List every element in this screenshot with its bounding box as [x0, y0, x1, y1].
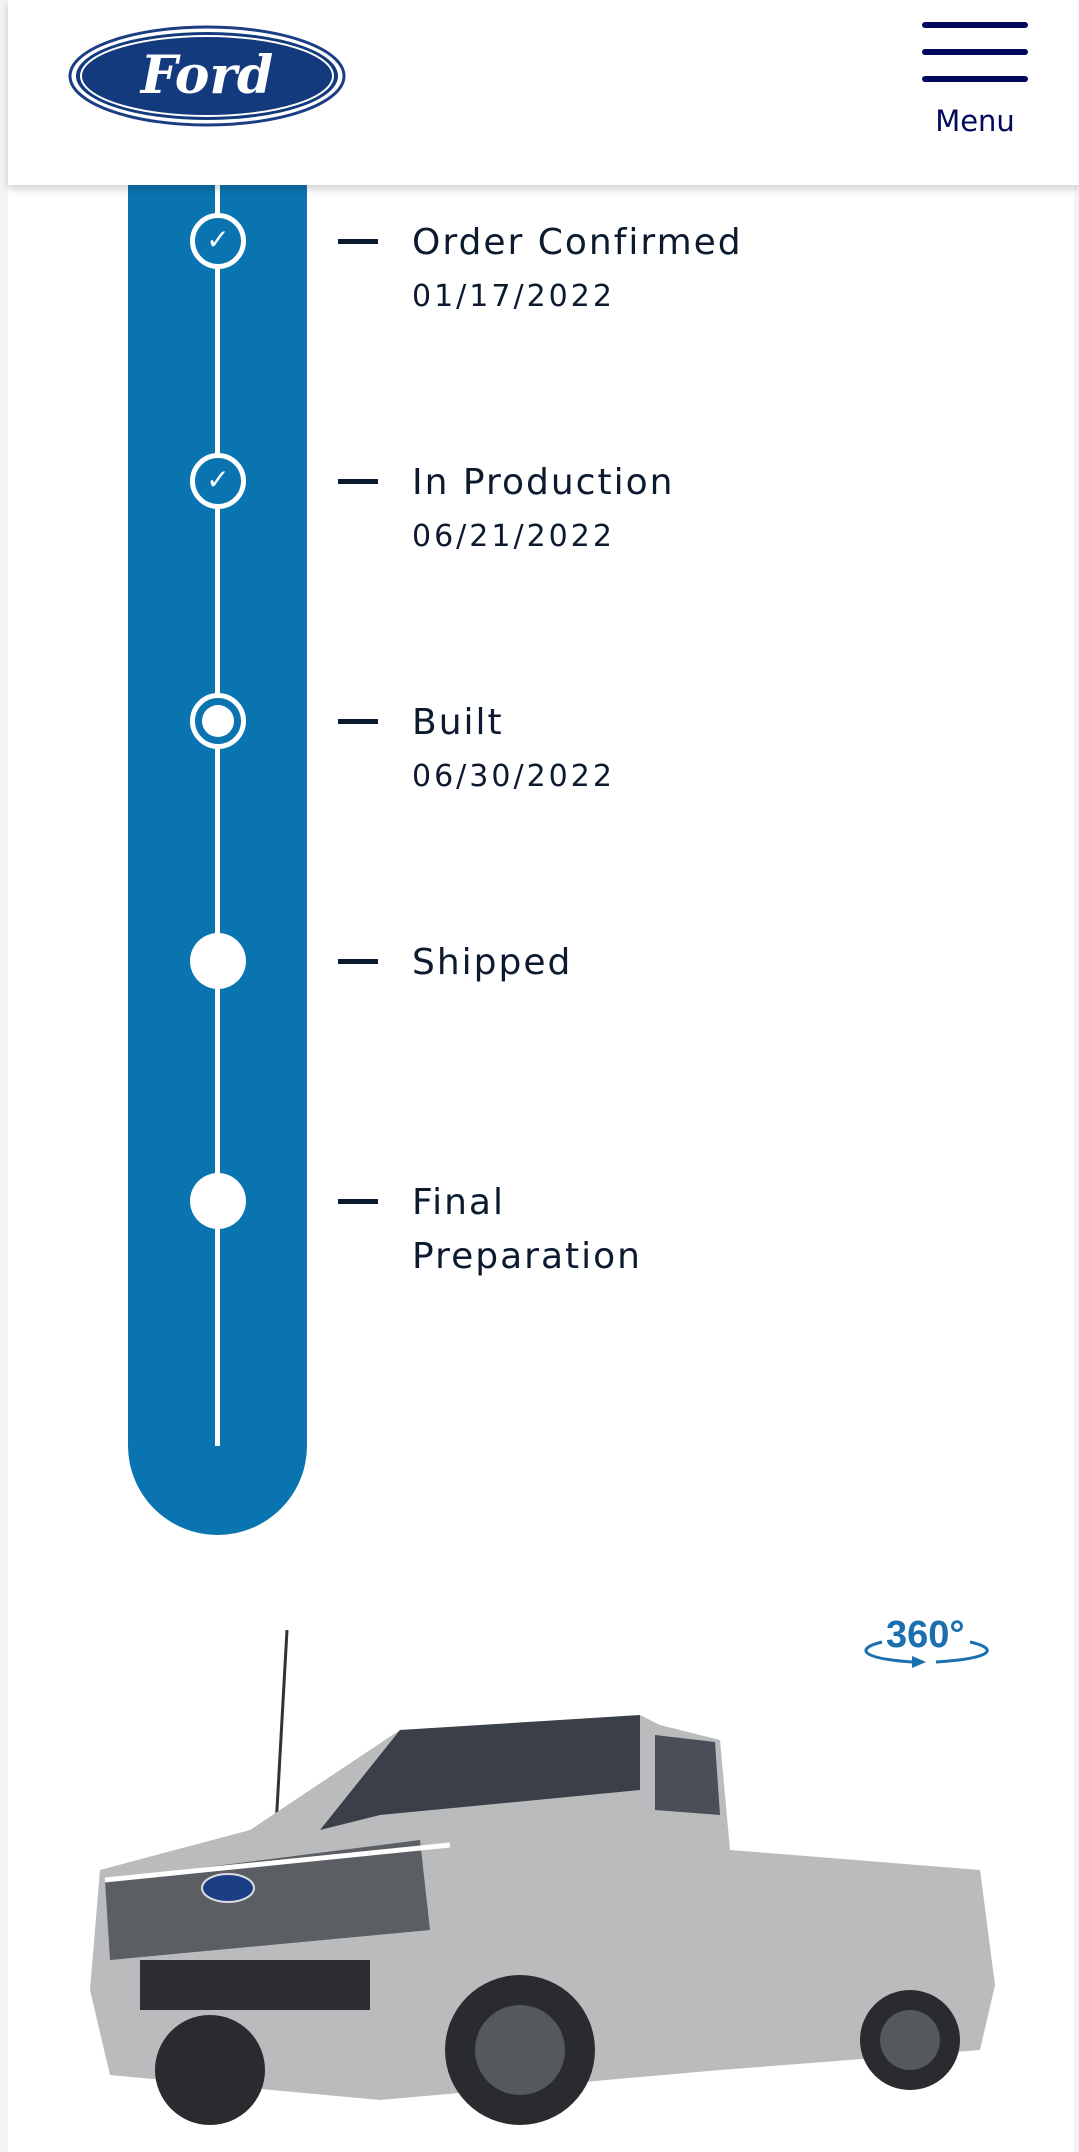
hamburger-icon-line	[922, 76, 1028, 82]
step-title: Shipped	[412, 942, 573, 983]
menu-button[interactable]: Menu	[922, 22, 1032, 142]
vehicle-image[interactable]	[80, 1630, 1010, 2152]
pending-step-icon	[190, 933, 246, 989]
check-icon: ✓	[190, 453, 246, 509]
hamburger-icon-line	[922, 22, 1028, 28]
site-header: Ford Menu	[8, 0, 1079, 185]
step-title: Final Preparation	[412, 1182, 642, 1277]
ford-logo[interactable]: Ford	[68, 25, 346, 127]
current-step-icon	[190, 693, 246, 749]
pending-step-icon	[190, 1173, 246, 1229]
hamburger-icon-line	[922, 49, 1028, 55]
dash-marker	[338, 479, 378, 484]
step-date: 01/17/2022	[412, 279, 615, 314]
dash-marker	[338, 959, 378, 964]
dash-marker	[338, 239, 378, 244]
dash-marker	[338, 719, 378, 724]
step-title: In Production	[412, 462, 675, 503]
svg-text:Ford: Ford	[139, 45, 274, 106]
rotate-360-icon	[864, 1640, 989, 1668]
menu-label: Menu	[935, 104, 1015, 138]
step-title: Order Confirmed	[412, 222, 743, 263]
360-view-button[interactable]: 360°	[852, 1612, 1002, 1672]
step-date: 06/30/2022	[412, 759, 615, 794]
progress-line	[215, 150, 220, 1446]
step-date: 06/21/2022	[412, 519, 615, 554]
360-label: 360°	[886, 1614, 965, 1656]
step-title: Built	[412, 702, 504, 743]
check-icon: ✓	[190, 213, 246, 269]
dash-marker	[338, 1199, 378, 1204]
